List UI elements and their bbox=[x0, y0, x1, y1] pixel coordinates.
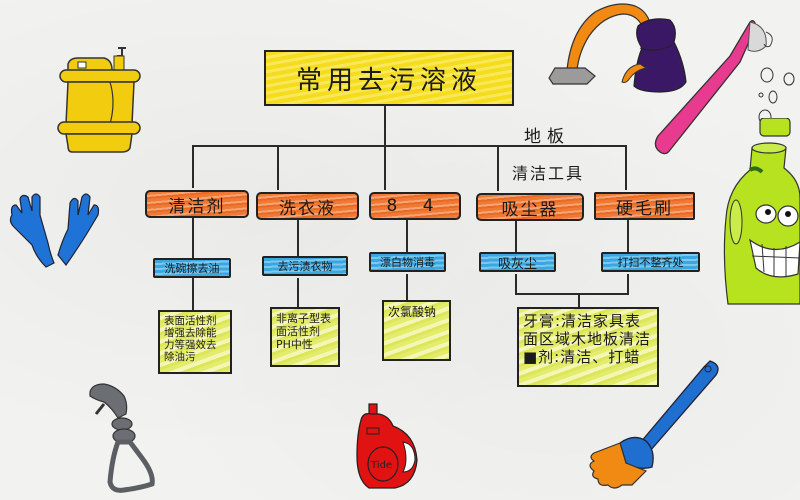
desc-cleaner: 表面活性剂增强去除能力等强效去除油污 bbox=[158, 310, 232, 374]
sub-sweep: 打扫不整齐处 bbox=[601, 252, 700, 272]
purple-sponge-icon bbox=[621, 18, 687, 93]
tide-label: Tide bbox=[370, 460, 392, 471]
category-laundry-detergent: 洗衣液 bbox=[256, 192, 359, 220]
sub-bleach-disinfect: 漂白物消毒 bbox=[369, 252, 446, 272]
desc-laundry-detergent: 非离子型表面活性剂PH中性 bbox=[270, 307, 340, 367]
category-hard-brush: 硬毛刷 bbox=[594, 192, 695, 220]
desc-vacuum-and-brush: 牙膏:清洁家具表面区域木地板清洁■剂:清洁、打蜡 bbox=[517, 307, 659, 387]
yellow-detergent-jug-icon bbox=[57, 47, 141, 153]
grey-spray-trigger-icon bbox=[89, 383, 155, 493]
cleaning-tools-annotation: 清洁工具 bbox=[512, 164, 585, 183]
category-cleaner: 清洁剂 bbox=[145, 190, 249, 218]
floor-annotation: 地板 bbox=[524, 127, 570, 147]
pink-toothbrush-icon bbox=[654, 20, 773, 155]
sub-stain-removal: 去污渍衣物 bbox=[262, 256, 348, 276]
blue-gloves-icon bbox=[9, 193, 100, 268]
blue-brush-icon bbox=[589, 360, 719, 489]
sub-dishwashing: 洗碗擦去油 bbox=[153, 258, 231, 278]
red-tide-bottle-icon: Tide bbox=[356, 403, 418, 489]
title-box: 常用去污溶液 bbox=[264, 50, 514, 106]
bubbles-icon bbox=[758, 67, 795, 125]
sub-dust-suction: 吸灰尘 bbox=[479, 252, 556, 272]
category-84-disinfectant: 8 4 bbox=[369, 192, 461, 220]
category-vacuum-cleaner: 吸尘器 bbox=[476, 193, 584, 221]
green-cleaner-bottle-icon bbox=[723, 118, 800, 305]
desc-84-disinfectant: 次氯酸钠 bbox=[382, 300, 451, 361]
